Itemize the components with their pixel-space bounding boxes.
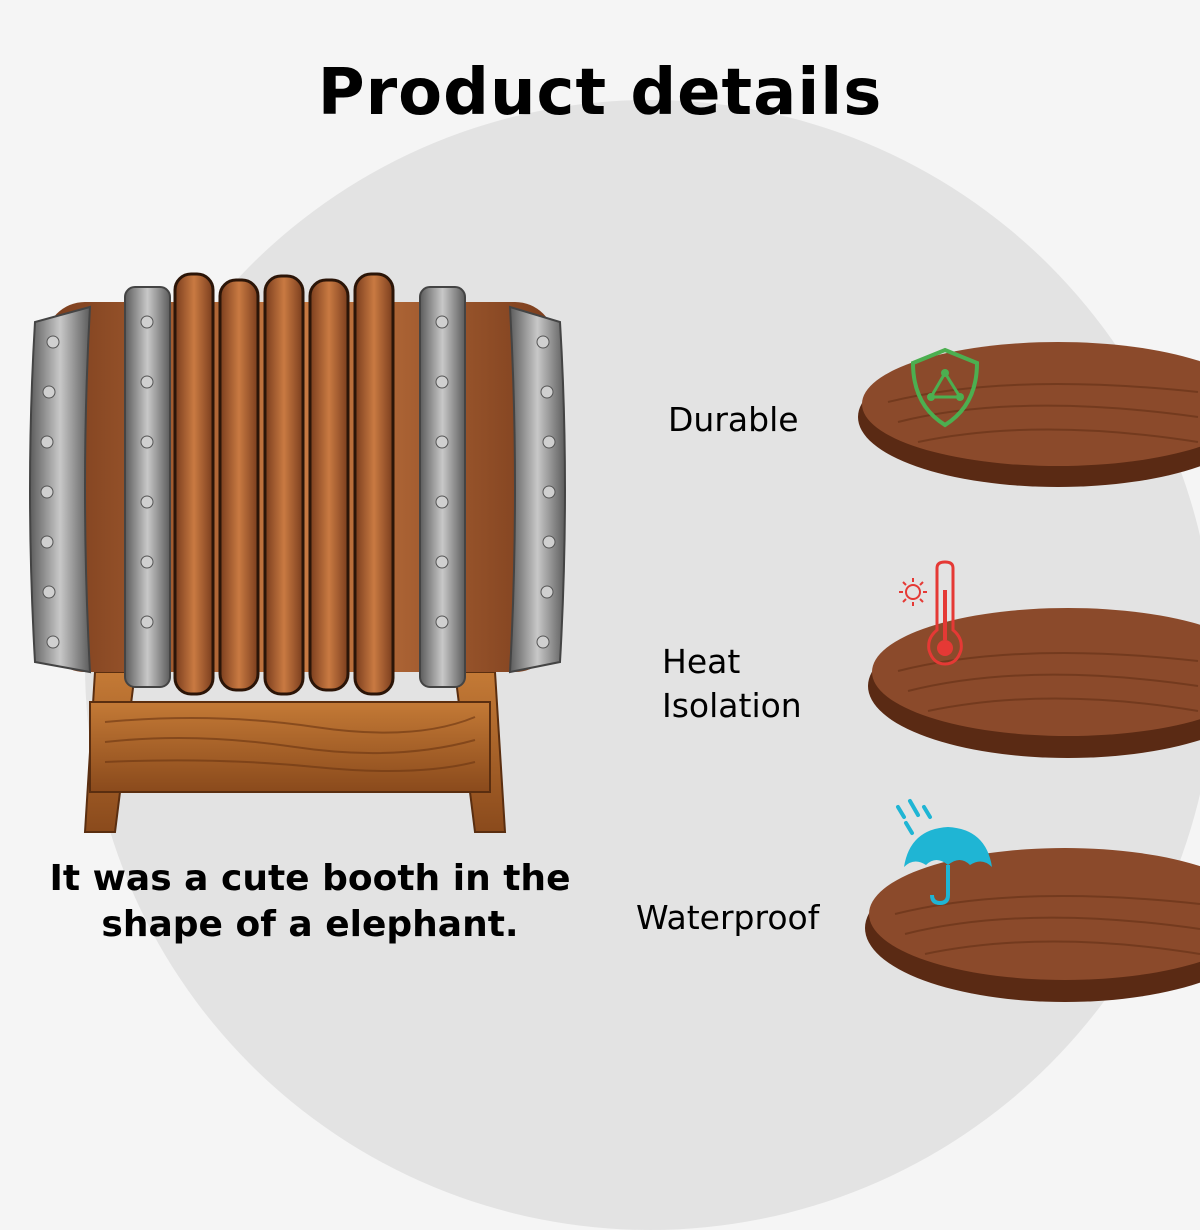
umbrella-icon (896, 799, 992, 906)
product-caption: It was a cute booth in the shape of a el… (30, 856, 590, 948)
caption-line-2: shape of a elephant. (101, 904, 519, 945)
feature-label-heat-line-2: Isolation (662, 686, 802, 725)
page-title: Product details (317, 56, 883, 130)
feature-label-heat-line-1: Heat (662, 642, 741, 681)
barrel-coaster-holder-image (29, 272, 566, 833)
thermometer-icon (899, 560, 963, 666)
feature-label-durable: Durable (668, 400, 799, 439)
shield-icon (910, 347, 980, 428)
feature-label-heat-isolation: Heat Isolation (662, 640, 802, 728)
caption-line-1: It was a cute booth in the (49, 858, 571, 899)
feature-label-waterproof: Waterproof (636, 898, 820, 937)
